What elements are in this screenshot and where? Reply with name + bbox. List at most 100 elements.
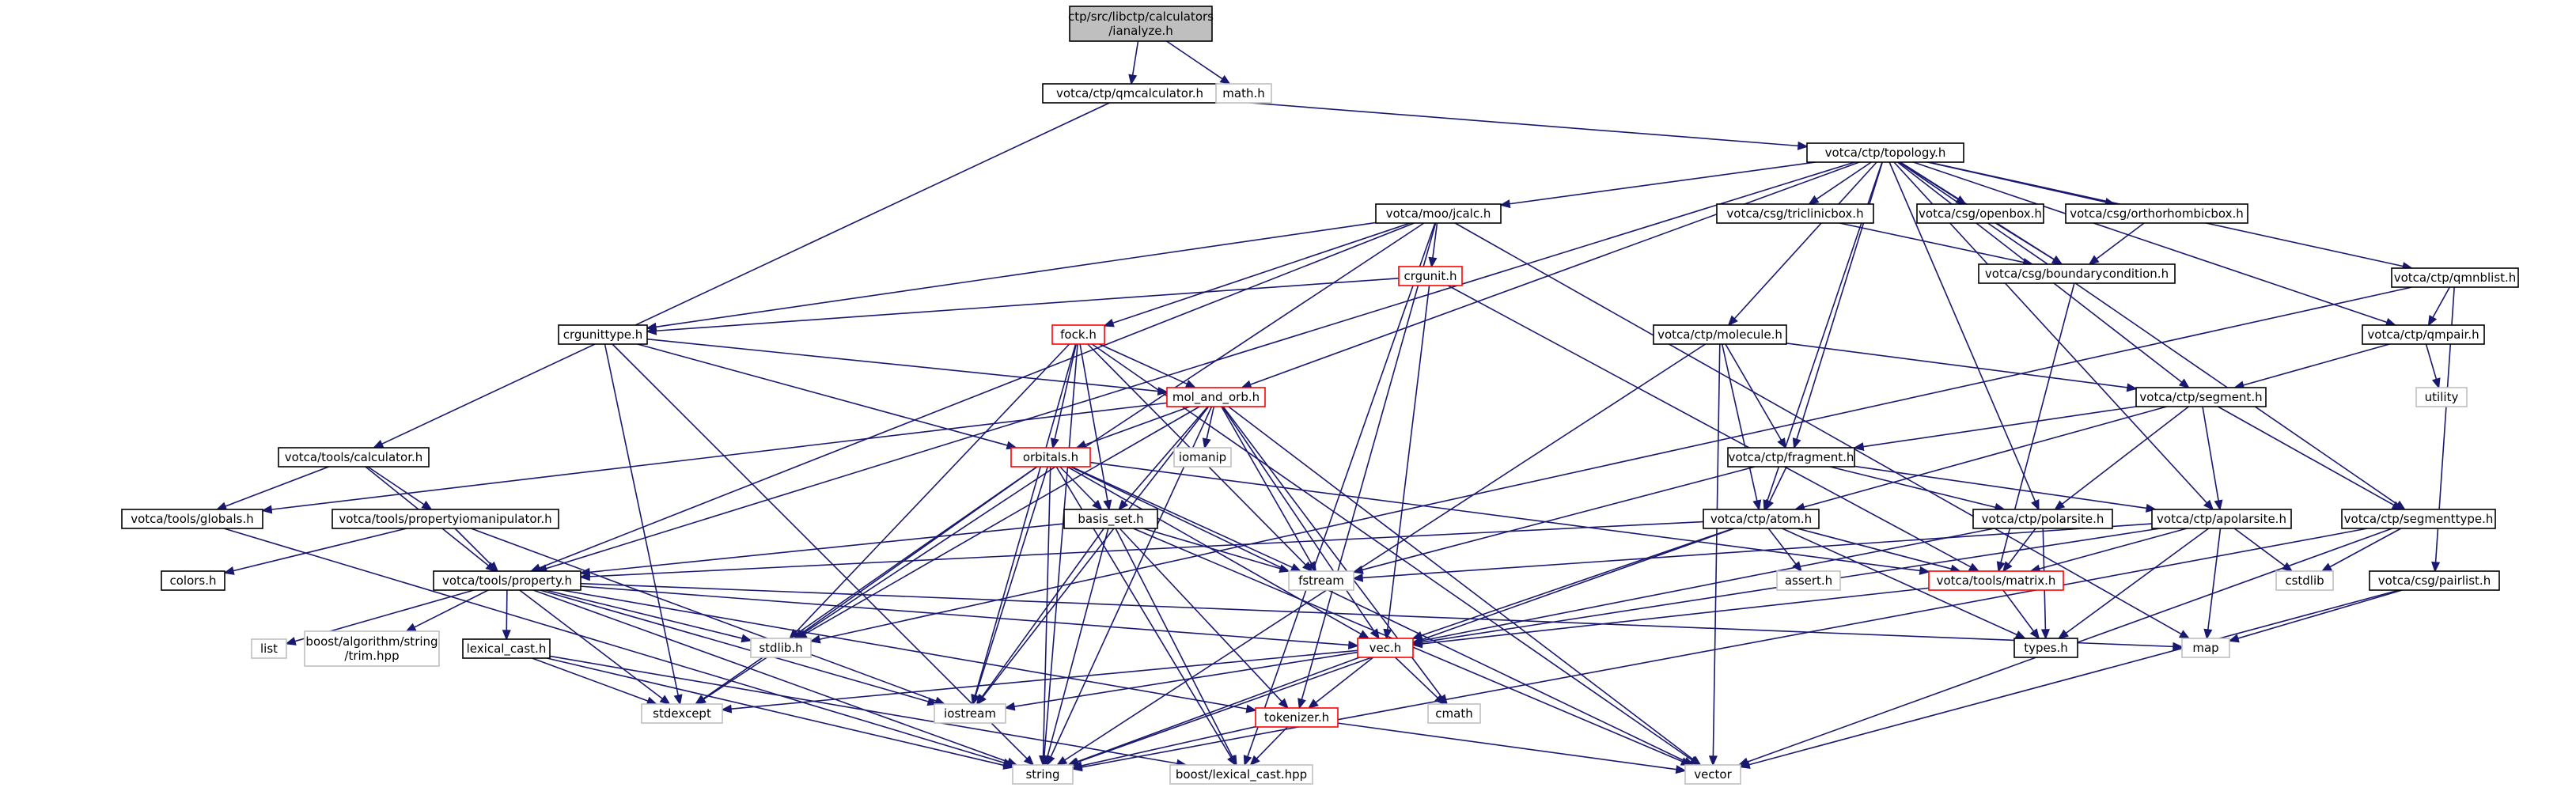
edge-topology-to-qmpair (1913, 161, 2397, 327)
node-colors[interactable]: colors.h (161, 570, 225, 591)
arrowhead-icon (809, 634, 821, 644)
node-box (1288, 570, 1354, 591)
arrowhead-icon (1739, 760, 1751, 769)
arrowhead-icon (1243, 755, 1252, 767)
edge-line (975, 466, 1048, 696)
arrowhead-icon (2002, 561, 2013, 573)
node-basis_set[interactable]: basis_set.h (1063, 509, 1158, 529)
node-jcalc[interactable]: votca/moo/jcalc.h (1375, 203, 1502, 224)
edge-line (1206, 406, 1215, 440)
edge-line (1768, 466, 1787, 502)
node-label: votca/tools/calculator.h (285, 450, 423, 464)
node-box (750, 638, 812, 658)
edge-segment-to-segmenttype (2218, 406, 2404, 510)
node-box (2369, 570, 2500, 591)
arrowhead-icon (2427, 315, 2438, 327)
node-matrix[interactable]: votca/tools/matrix.h (1928, 570, 2064, 591)
arrowhead-icon (721, 704, 733, 714)
node-tokenizer[interactable]: tokenizer.h (1255, 707, 1339, 728)
edge-line (604, 343, 680, 696)
node-label: votca/ctp/qmpair.h (2367, 327, 2479, 342)
node-segmenttype[interactable]: votca/ctp/segmenttype.h (2341, 509, 2496, 529)
node-box (1169, 764, 1313, 785)
node-crgunit[interactable]: crgunit.h (1398, 266, 1463, 286)
node-ianalyze[interactable]: ctp/src/libctp/calculators/ianalyze.h (1068, 6, 1214, 42)
node-qmnblist[interactable]: votca/ctp/qmnblist.h (2391, 267, 2519, 288)
edge-fock-to-stdlib (789, 343, 1070, 640)
node-label: vector (1694, 767, 1732, 782)
edge-property-to-stdlib (545, 589, 752, 643)
node-vec[interactable]: vec.h (1357, 638, 1414, 658)
edge-line (1803, 406, 2167, 508)
node-calculator[interactable]: votca/tools/calculator.h (278, 447, 430, 468)
edge-line (1712, 343, 1721, 757)
edge-atom-to-property (579, 521, 1704, 581)
node-fragment[interactable]: votca/ctp/fragment.h (1727, 447, 1855, 468)
edge-vec-to-string (1066, 657, 1360, 767)
edge-molecule-to-segment (1786, 343, 2138, 392)
node-topology[interactable]: votca/ctp/topology.h (1806, 142, 1964, 163)
node-property[interactable]: votca/tools/property.h (433, 570, 581, 591)
node-polarsite[interactable]: votca/ctp/polarsite.h (1972, 509, 2113, 529)
arrowhead-icon (285, 637, 297, 645)
node-atom[interactable]: votca/ctp/atom.h (1703, 509, 1820, 529)
edge-line (612, 343, 1028, 759)
node-label: votca/csg/boundarycondition.h (1985, 267, 2169, 281)
arrowhead-icon (1279, 564, 1290, 574)
edge-line (795, 343, 1070, 633)
edge-line (562, 589, 1248, 710)
arrowhead-icon (646, 326, 657, 335)
node-label: iomanip (1179, 450, 1226, 464)
edge-property-to-tokenizer (562, 589, 1257, 714)
node-apolarsite[interactable]: votca/ctp/apolarsite.h (2151, 509, 2292, 529)
node-orthorhombicbox[interactable]: votca/csg/orthorhombicbox.h (2065, 203, 2248, 224)
node-box (1357, 638, 1414, 658)
edge-line (225, 466, 329, 507)
node-box (1427, 703, 1481, 724)
node-box (1010, 447, 1091, 468)
edge-line (1301, 222, 1437, 700)
node-segment[interactable]: votca/ctp/segment.h (2135, 387, 2267, 407)
node-globals[interactable]: votca/tools/globals.h (121, 509, 263, 529)
node-molecule[interactable]: votca/ctp/molecule.h (1653, 324, 1787, 345)
arrowhead-icon (2178, 630, 2191, 639)
node-qmcalculator[interactable]: votca/ctp/qmcalculator.h (1042, 83, 1218, 104)
node-openbox[interactable]: votca/csg/openbox.h (1916, 203, 2044, 224)
edge-line (1721, 343, 1758, 502)
arrowhead-icon (1023, 755, 1035, 767)
edge-apolarsite-to-map (2203, 528, 2222, 640)
edge-line (1247, 222, 1436, 757)
node-qmpair[interactable]: votca/ctp/qmpair.h (2362, 324, 2485, 345)
edge-line (367, 466, 425, 505)
node-triclinicbox[interactable]: votca/csg/triclinicbox.h (1716, 203, 1874, 224)
node-lexical_cast_h[interactable]: lexical_cast.h (462, 638, 551, 659)
edge-fragment-to-fstream (1352, 466, 1756, 574)
edge-molecule-to-fragment (1725, 343, 1786, 449)
edge-line (1085, 406, 1191, 445)
arrowhead-icon (2029, 628, 2040, 640)
node-crgunittype[interactable]: crgunittype.h (558, 324, 648, 345)
edge-ianalyze-to-qmcalculator (1128, 40, 1139, 85)
node-label: votca/ctp/segmenttype.h (2344, 512, 2494, 526)
edge-line (655, 221, 1377, 328)
node-label: votca/csg/pairlist.h (2378, 574, 2491, 588)
node-pairlist[interactable]: votca/csg/pairlist.h (2369, 570, 2500, 591)
edge-crgunittype-to-stdexcept (604, 343, 683, 706)
edge-mol_and_orb-to-iomanip (1202, 406, 1215, 449)
arrowhead-icon (2173, 642, 2184, 651)
node-types[interactable]: types.h (2013, 638, 2078, 658)
node-label: stdlib.h (759, 641, 802, 655)
edge-calculator-to-globals (215, 466, 329, 510)
edge-line (1131, 40, 1139, 76)
node-mol_and_orb[interactable]: mol_and_orb.h (1166, 387, 1266, 407)
node-orbitals[interactable]: orbitals.h (1010, 447, 1091, 468)
node-fock[interactable]: fock.h (1051, 324, 1105, 345)
arrowhead-icon (1128, 74, 1138, 85)
edge-propertyiomanipulator-to-iostream (471, 528, 946, 706)
edge-line (819, 286, 2412, 641)
node-propertyiomanipulator[interactable]: votca/tools/propertyiomanipulator.h (331, 509, 559, 529)
node-boost_trim: boost/algorithm/string/trim.hpp (304, 630, 440, 667)
node-label: votca/tools/propertyiomanipulator.h (339, 512, 551, 526)
edge-vec-to-iostream (1004, 651, 1358, 711)
node-boundarycondition[interactable]: votca/csg/boundarycondition.h (1978, 263, 2176, 284)
